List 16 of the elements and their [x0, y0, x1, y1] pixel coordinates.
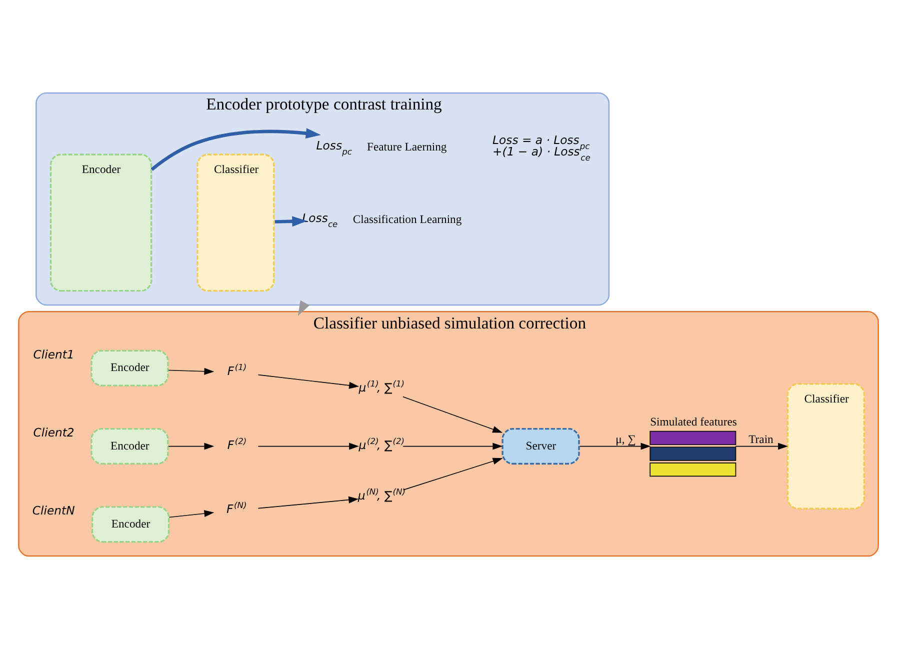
node-label: Loss$_{pc}$ [316, 138, 352, 156]
node-text: F$^{(N)}$ [226, 499, 247, 516]
node-text: μ$^{(1)}$, ∑$^{(1)}$ [358, 378, 405, 394]
node-label: Simulated features [650, 415, 737, 428]
node-text: Feature Laerning [367, 140, 447, 154]
node-text: F$^{(2)}$ [227, 435, 247, 452]
node-label: Client1 [33, 346, 74, 361]
node-text: F$^{(1)}$ [227, 361, 247, 378]
node-text: μ$^{(2)}$, ∑$^{(2)}$ [358, 435, 405, 452]
edge-label: μ, ∑ [616, 432, 636, 446]
node-label: ClientN [32, 503, 75, 518]
label: Loss = a · Loss$_{pc}$ +(1 − a) · Loss$_{ce}$ [492, 132, 590, 162]
edge-label: Train [748, 432, 774, 446]
node-text: μ$^{(N)}$, ∑$^{(N)}$ [358, 486, 406, 502]
node-label: Client2 [33, 424, 74, 439]
node-text: Classification Learning [352, 212, 462, 226]
